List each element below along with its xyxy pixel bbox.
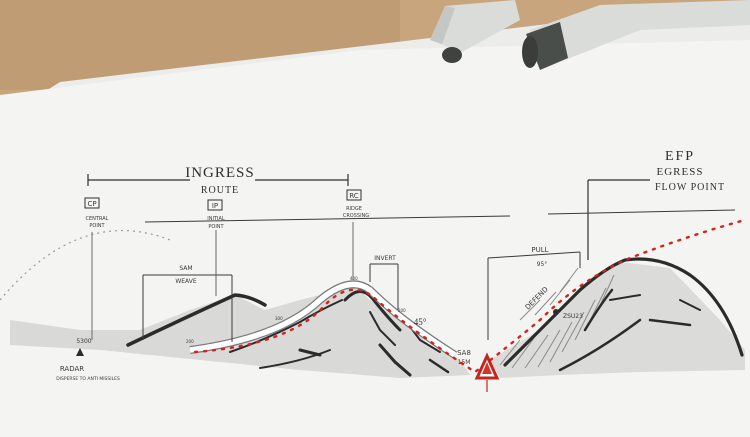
- radar-sub-label: DISPERSE TO ANTI MISSILES: [56, 376, 120, 382]
- route-title: ROUTE: [201, 185, 239, 196]
- rc-label-1: RIDGE: [346, 206, 362, 212]
- sa8-range-label: 15M: [458, 359, 471, 366]
- rc-box: [346, 189, 362, 201]
- radar-icon: [76, 348, 84, 356]
- sam-label: SAM: [179, 265, 192, 272]
- pull-angle-label: 95°: [537, 261, 548, 268]
- threat-warning-icon: [474, 352, 500, 392]
- rc-box-label: RC: [349, 192, 359, 200]
- zsu-marker: [553, 309, 559, 315]
- terrain-shading-right: [490, 262, 745, 378]
- cp-label-1: CENTRAL: [86, 216, 109, 222]
- invert-label: INVERT: [374, 255, 396, 262]
- terrain-ridges: [126, 257, 744, 377]
- altitude-5300-label: 5300: [76, 338, 91, 345]
- weave-label: WEAVE: [175, 278, 197, 285]
- marker-left: [430, 0, 520, 63]
- sa8-label: SA8: [457, 349, 471, 357]
- pull-label: PULL: [531, 246, 548, 254]
- svg-text:400: 400: [350, 276, 358, 281]
- egress-bracket: [587, 179, 650, 260]
- egress-title: EGRESS: [657, 166, 704, 178]
- defend-slope-hatch: [499, 267, 615, 369]
- svg-text:300: 300: [275, 316, 283, 321]
- ip-box-label: IP: [212, 202, 218, 210]
- zsu-label: ZSU23: [563, 313, 583, 320]
- cp-box-label: CP: [87, 200, 96, 208]
- terrain-shading-left: [10, 285, 470, 378]
- sam-weave-bracket: [142, 274, 233, 342]
- angle-45-label: 45°: [414, 317, 427, 327]
- cp-label-2: POINT: [89, 223, 105, 229]
- ingress-bracket: [87, 174, 349, 186]
- cp-box: [84, 197, 100, 209]
- invert-bracket: [369, 263, 399, 310]
- ingress-title: INGRESS: [185, 165, 255, 181]
- ip-box: [207, 199, 223, 211]
- svg-text:200: 200: [186, 339, 194, 344]
- efp-title: EFP: [665, 149, 695, 164]
- altitude-reference-line: [144, 215, 511, 223]
- ip-label-2: POINT: [208, 224, 224, 230]
- pull-bracket: [487, 251, 581, 340]
- flight-path-red: [193, 218, 747, 374]
- flow-point-title: FLOW POINT: [655, 182, 725, 193]
- marker-right: [522, 0, 750, 70]
- rc-label-2: CROSSING: [343, 213, 369, 219]
- svg-text:200: 200: [398, 308, 406, 313]
- altitude-ticks: 200 300 400 200: [186, 276, 406, 344]
- ip-label-1: INITIAL: [207, 216, 225, 222]
- radar-label: RADAR: [60, 365, 84, 373]
